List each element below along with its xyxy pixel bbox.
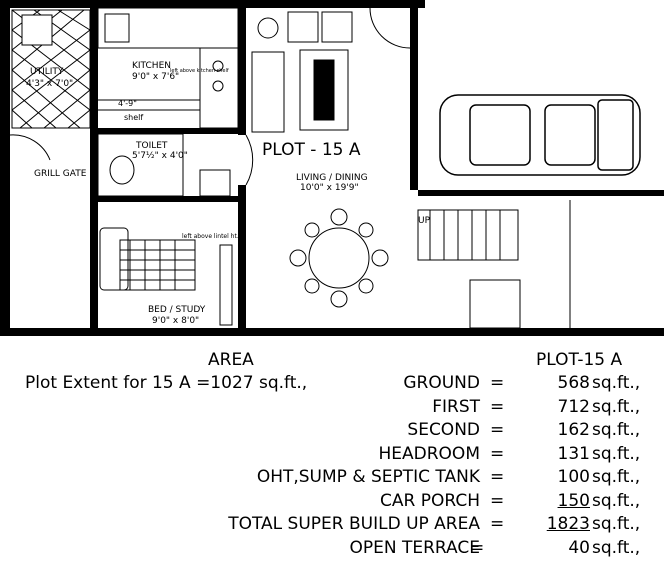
plot-label: PLOT-15 A [536,350,623,370]
floor-plan: PLOT - 15 A KITCHEN 9'0" x 7'6" UTILITY … [0,0,664,336]
outer-walls [0,0,664,336]
area-row-label: HEADROOM [378,443,481,464]
kitchen-counter [97,7,239,129]
kitchen-shelf-note: left above kitchen shelf [170,68,229,74]
utility-size: 4'3" x 7'0" [26,79,73,89]
area-row-unit: sq.ft., [592,490,641,511]
area-row-label: SECOND [407,420,480,440]
bed-label: BED / STUDY [148,305,206,315]
area-row-label: FIRST [432,396,480,417]
area-row-unit: sq.ft., [592,443,641,464]
area-row-label: CAR PORCH [380,490,480,511]
kitchen-size: 9'0" x 7'6" [132,72,179,82]
plot-extent: Plot Extent for 15 A =1027 sq.ft., [25,373,308,393]
toilet-fixtures [97,133,231,197]
area-row-equals: = [490,514,505,534]
area-row-label: TOTAL SUPER BUILD UP AREA [228,514,480,534]
area-row-label: OHT,SUMP & SEPTIC TANK [256,467,480,487]
area-row-value: 150 [557,490,590,511]
living-size: 10'0" x 19'9" [300,183,359,193]
toilet-size: 5'7½" x 4'0" [132,151,188,161]
area-row-value: 100 [557,467,590,487]
bed-size: 9'0" x 8'0" [152,316,199,326]
area-row-value: 40 [568,537,590,558]
area-row-equals: = [490,467,505,487]
shelf-dim: 4'-9" [118,99,137,108]
area-row-unit: sq.ft., [592,420,641,440]
utility-hatch [11,9,91,129]
grill-gate-label: GRILL GATE [34,169,87,179]
living-furniture [251,11,389,308]
area-row-value: 131 [557,443,590,464]
area-row-label: OPEN TERRACE [349,537,481,558]
toilet-label: TOILET [135,141,168,151]
area-row-equals: = [490,490,505,511]
area-row-unit: sq.ft., [592,373,641,393]
area-table: AREA PLOT-15 A Plot Extent for 15 A =102… [0,345,664,562]
area-row-equals: = [490,443,505,464]
area-row-unit: sq.ft., [592,514,641,534]
stair-up-label: UP [418,216,431,226]
plot-title: PLOT - 15 A [262,140,361,160]
utility-label: UTILITY [30,67,64,77]
area-row-unit: sq.ft., [592,396,641,417]
area-row-equals: = [490,420,505,440]
area-heading: AREA [208,350,254,370]
area-row-equals: = [490,396,505,417]
area-row-label: GROUND [403,373,480,393]
staircase [417,200,571,330]
living-label: LIVING / DINING [296,173,368,183]
area-row-value: 568 [557,373,590,393]
door-swings [9,7,411,186]
area-row-value: 1823 [546,514,590,534]
car [439,94,641,176]
bed-shelf-note: left above lintel ht. [182,233,239,240]
shelf-label: shelf [124,113,143,122]
area-row-value: 162 [557,420,590,440]
area-row-unit: sq.ft., [592,467,641,487]
area-row-value: 712 [557,396,590,417]
area-row-equals: = [490,373,505,393]
area-row-equals: = [470,537,485,558]
bed [99,227,233,326]
kitchen-label: KITCHEN [132,61,171,71]
area-row-unit: sq.ft., [592,537,641,558]
